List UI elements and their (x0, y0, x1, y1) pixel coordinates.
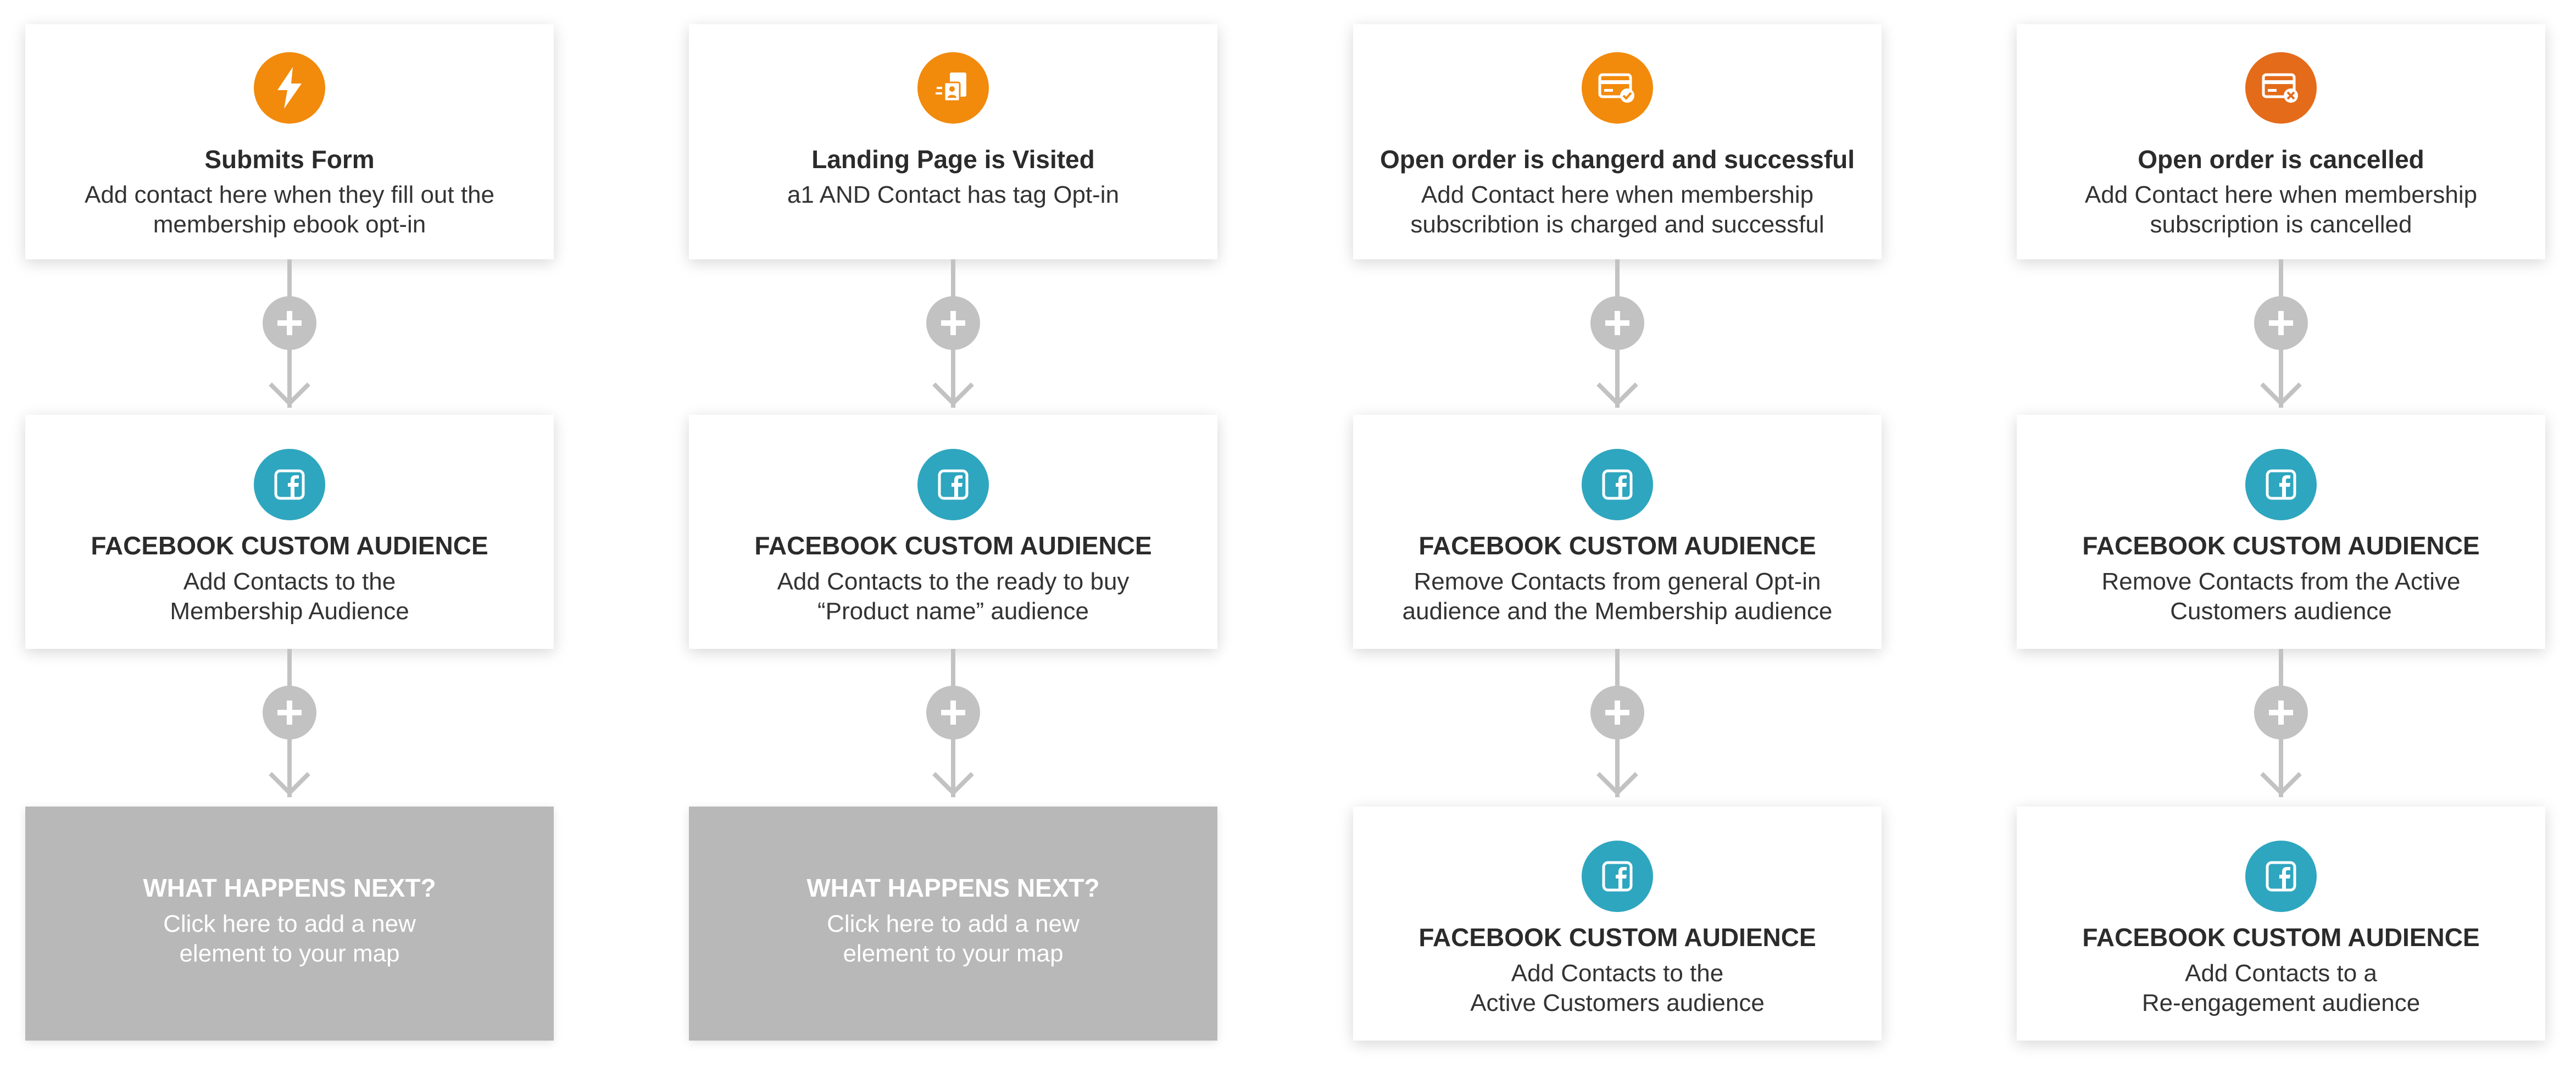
arrow-down-icon (932, 772, 974, 796)
add-step-plus-icon[interactable] (263, 296, 316, 350)
facebook-icon (917, 449, 989, 520)
connector (1353, 649, 1882, 804)
card-description: Add Contact here when membership subscri… (1410, 181, 1824, 238)
card-title: Open order is changerd and successful (1379, 145, 1855, 174)
placeholder-description: Click here to add a new element to your … (163, 910, 416, 967)
card-title: FACEBOOK CUSTOM AUDIENCE (2082, 923, 2480, 952)
facebook-audience-card[interactable]: FACEBOOK CUSTOM AUDIENCE Remove Contacts… (2017, 415, 2545, 649)
facebook-icon (254, 449, 325, 520)
card-description: Add Contacts to the Active Customers aud… (1470, 960, 1765, 1016)
facebook-icon (1582, 449, 1653, 520)
add-step-plus-icon[interactable] (2254, 296, 2308, 350)
card-description: Add Contact here when membership subscri… (2084, 181, 2478, 238)
facebook-audience-card[interactable]: FACEBOOK CUSTOM AUDIENCE Add Contacts to… (2017, 807, 2545, 1041)
credit-card-cancel-icon (2245, 52, 2317, 124)
card-description: Add Contacts to a Re-engagement audience (2141, 960, 2421, 1016)
connector (689, 259, 1217, 415)
arrow-down-icon (269, 382, 310, 407)
column-order-cancelled: Open order is cancelled Add Contact here… (2017, 0, 2545, 1073)
facebook-icon (1582, 841, 1653, 912)
facebook-icon (2245, 449, 2317, 520)
connector (689, 649, 1217, 804)
arrow-down-icon (269, 772, 310, 796)
facebook-audience-card[interactable]: FACEBOOK CUSTOM AUDIENCE Add Contacts to… (25, 415, 554, 649)
add-step-plus-icon[interactable] (263, 686, 316, 740)
card-description: Add contact here when they fill out the … (84, 181, 495, 238)
card-description: Add Contacts to the ready to buy “Produc… (777, 568, 1130, 625)
card-title: FACEBOOK CUSTOM AUDIENCE (1418, 923, 1816, 952)
placeholder-title: WHAT HAPPENS NEXT? (806, 874, 1100, 902)
connector (2017, 259, 2545, 415)
arrow-down-icon (932, 382, 974, 407)
placeholder-description: Click here to add a new element to your … (827, 910, 1080, 967)
lightning-bolt-icon (254, 52, 325, 124)
facebook-icon (2245, 841, 2317, 912)
what-happens-next-placeholder[interactable]: WHAT HAPPENS NEXT? Click here to add a n… (25, 807, 554, 1041)
card-description: a1 AND Contact has tag Opt-in (787, 181, 1120, 208)
trigger-card-submits-form[interactable]: Submits Form Add contact here when they … (25, 24, 554, 259)
card-description: Remove Contacts from the Active Customer… (2101, 568, 2461, 625)
card-description: Add Contacts to the Membership Audience (170, 568, 409, 625)
facebook-audience-card[interactable]: FACEBOOK CUSTOM AUDIENCE Add Contacts to… (689, 415, 1217, 649)
placeholder-title: WHAT HAPPENS NEXT? (143, 874, 436, 902)
add-step-plus-icon[interactable] (926, 686, 980, 740)
add-step-plus-icon[interactable] (1590, 296, 1644, 350)
column-landing-page: Landing Page is Visited a1 AND Contact h… (689, 0, 1217, 1073)
card-title: FACEBOOK CUSTOM AUDIENCE (1418, 531, 1816, 560)
card-title: Open order is cancelled (2138, 145, 2424, 174)
card-title: FACEBOOK CUSTOM AUDIENCE (91, 531, 488, 560)
arrow-down-icon (1596, 772, 1638, 796)
column-submits-form: Submits Form Add contact here when they … (25, 0, 554, 1073)
card-title: Landing Page is Visited (811, 145, 1095, 174)
card-description: Remove Contacts from general Opt-in audi… (1402, 568, 1833, 625)
connector (2017, 649, 2545, 804)
card-title: FACEBOOK CUSTOM AUDIENCE (754, 531, 1152, 560)
add-step-plus-icon[interactable] (1590, 686, 1644, 740)
landing-page-icon (917, 52, 989, 124)
arrow-down-icon (1596, 382, 1638, 407)
trigger-card-landing-page[interactable]: Landing Page is Visited a1 AND Contact h… (689, 24, 1217, 259)
column-order-charged: Open order is changerd and successful Ad… (1353, 0, 1882, 1073)
facebook-audience-card[interactable]: FACEBOOK CUSTOM AUDIENCE Add Contacts to… (1353, 807, 1882, 1041)
card-title: FACEBOOK CUSTOM AUDIENCE (2082, 531, 2480, 560)
credit-card-check-icon (1582, 52, 1653, 124)
connector (25, 649, 554, 804)
arrow-down-icon (2260, 772, 2302, 796)
arrow-down-icon (2260, 382, 2302, 407)
connector (1353, 259, 1882, 415)
add-step-plus-icon[interactable] (2254, 686, 2308, 740)
connector (25, 259, 554, 415)
add-step-plus-icon[interactable] (926, 296, 980, 350)
what-happens-next-placeholder[interactable]: WHAT HAPPENS NEXT? Click here to add a n… (689, 807, 1217, 1041)
card-title: Submits Form (204, 145, 375, 174)
trigger-card-order-charged[interactable]: Open order is changerd and successful Ad… (1353, 24, 1882, 259)
facebook-audience-card[interactable]: FACEBOOK CUSTOM AUDIENCE Remove Contacts… (1353, 415, 1882, 649)
trigger-card-order-cancelled[interactable]: Open order is cancelled Add Contact here… (2017, 24, 2545, 259)
